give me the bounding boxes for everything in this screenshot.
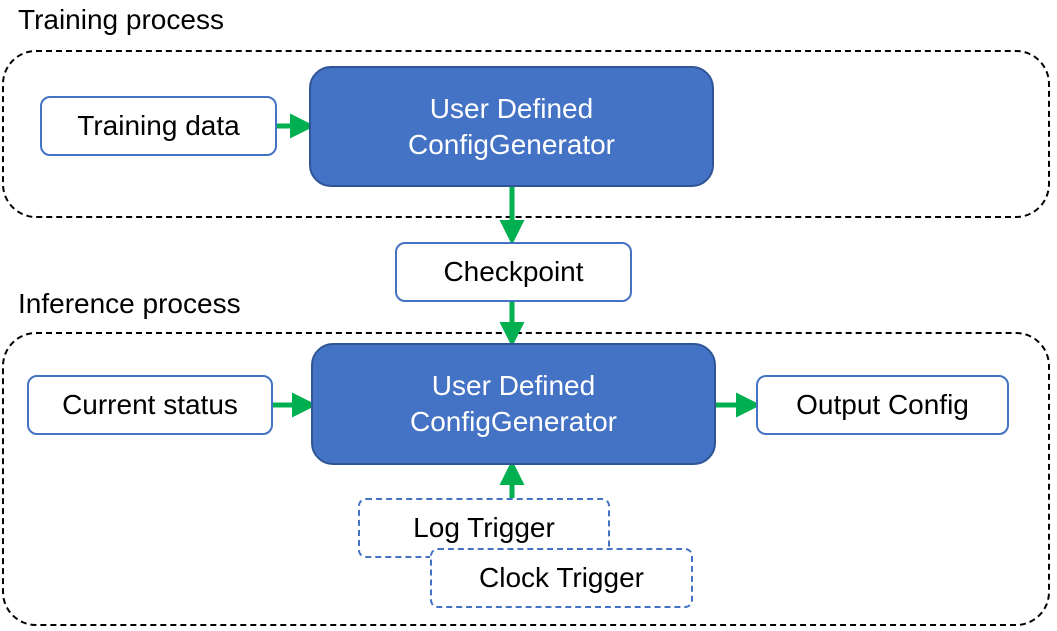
inference-generator-line-2: ConfigGenerator <box>409 406 617 437</box>
training-data-box: Training data <box>40 96 277 156</box>
current-status-box: Current status <box>27 375 273 435</box>
output-config-box: Output Config <box>756 375 1009 435</box>
training-config-generator-box: User Defined ConfigGenerator <box>309 66 714 187</box>
clock-trigger-box: Clock Trigger <box>430 548 693 608</box>
training-generator-line-2: ConfigGenerator <box>407 128 615 160</box>
inference-config-generator-box: User Defined ConfigGenerator <box>311 343 716 465</box>
inference-process-label: Inference process <box>18 288 241 319</box>
training-process-group <box>2 50 1050 218</box>
checkpoint-box: Checkpoint <box>395 242 632 302</box>
training-process-label: Training process <box>18 4 224 35</box>
inference-process-group <box>2 332 1050 626</box>
training-generator-line-1: User Defined <box>429 92 594 124</box>
inference-generator-line-1: User Defined <box>431 370 596 401</box>
